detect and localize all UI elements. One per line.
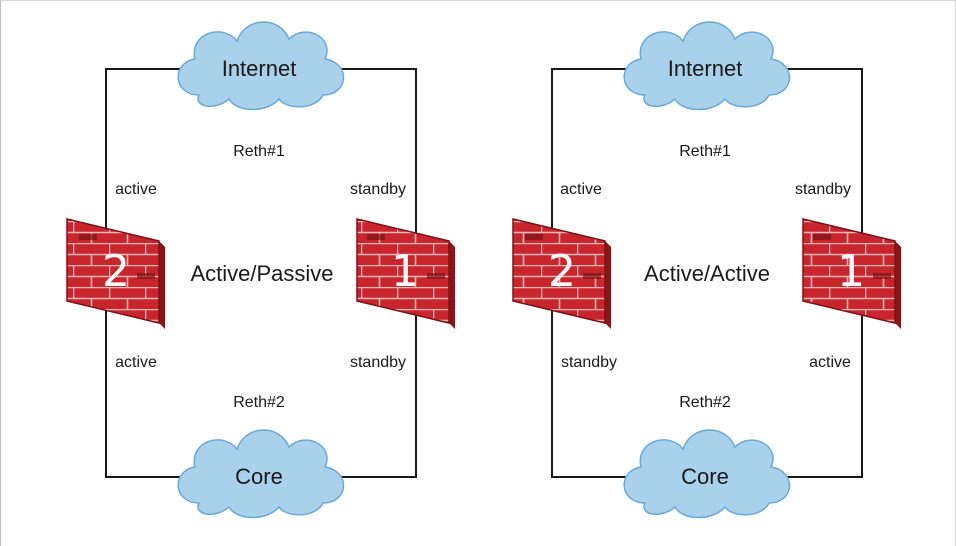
right-top-state-label: standby xyxy=(795,181,851,198)
right-bottom-state-label: active xyxy=(809,354,851,371)
firewall-icon: 2 xyxy=(512,218,611,329)
internet-cloud: Internet xyxy=(177,21,345,111)
firewall-icon: 1 xyxy=(356,218,455,329)
firewall-number: 2 xyxy=(102,246,130,297)
core-label: Core xyxy=(235,464,283,489)
right-top-state-label: standby xyxy=(350,181,406,198)
core-cloud: Core xyxy=(623,429,791,519)
left-top-state-label: active xyxy=(115,181,157,198)
mode-label: Active/Passive xyxy=(190,261,333,286)
firewall-icon: 1 xyxy=(802,218,901,329)
reth-2-label: Reth#2 xyxy=(679,394,731,411)
left-bottom-state-label: standby xyxy=(561,354,617,371)
mode-label: Active/Active xyxy=(644,261,770,286)
left-bottom-state-label: active xyxy=(115,354,157,371)
internet-cloud: Internet xyxy=(623,21,791,111)
left-top-state-label: active xyxy=(560,181,602,198)
firewall-number: 1 xyxy=(391,246,419,297)
internet-label: Internet xyxy=(668,56,743,81)
firewall-number: 1 xyxy=(837,246,865,297)
core-label: Core xyxy=(681,464,729,489)
firewall-number: 2 xyxy=(548,246,576,297)
firewall-icon: 2 xyxy=(66,218,165,329)
diagram-active-passive: Internet Core Reth#1 Reth#2 Active/Passi… xyxy=(66,21,455,519)
right-bottom-state-label: standby xyxy=(350,354,406,371)
reth-1-label: Reth#1 xyxy=(679,143,731,160)
diagram-active-active: Internet Core Reth#1 Reth#2 Active/Activ… xyxy=(512,21,901,519)
core-cloud: Core xyxy=(177,429,345,519)
internet-label: Internet xyxy=(222,56,297,81)
reth-1-label: Reth#1 xyxy=(233,143,285,160)
reth-2-label: Reth#2 xyxy=(233,394,285,411)
